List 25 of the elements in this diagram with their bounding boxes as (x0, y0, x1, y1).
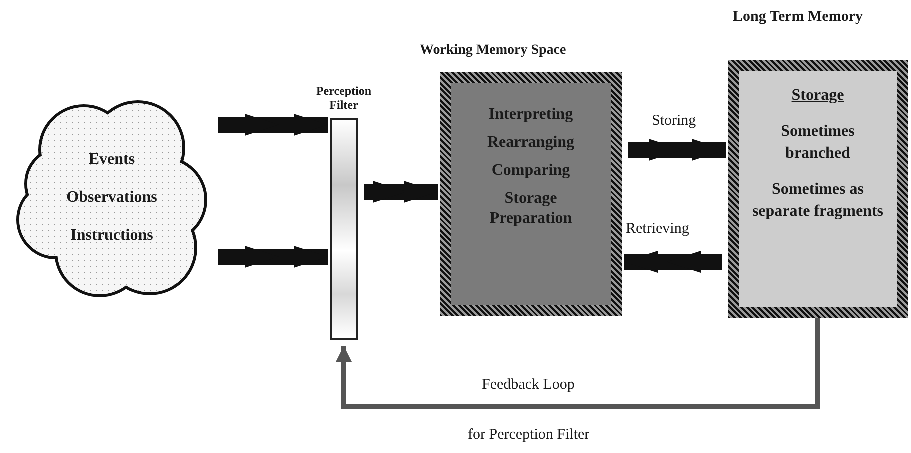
block-arrow (364, 181, 438, 203)
edge-label: Retrieving (626, 220, 690, 239)
box-heading: Long Term Memory (733, 8, 863, 27)
block-arrow (624, 251, 722, 273)
cloud-text: Instructions (70, 226, 154, 246)
box-heading: Perception Filter (315, 84, 373, 112)
edge-label: Feedback Loop (482, 376, 575, 395)
feedback-arrow (336, 318, 820, 410)
memory-box (728, 60, 908, 318)
box-subheading: Storage (790, 86, 846, 106)
note-text: for Perception Filter (468, 426, 590, 445)
block-arrow (218, 114, 328, 136)
edge-label: Storing (652, 112, 696, 131)
box-text: Sometimes branched (780, 122, 856, 164)
box-text: Rearranging (486, 133, 576, 153)
cloud-text: Events (88, 150, 136, 170)
box-heading: Working Memory Space (420, 42, 566, 60)
box-text: Storage Preparation (488, 189, 574, 229)
box-text: Sometimes as separate fragments (751, 180, 885, 222)
block-arrow (628, 139, 726, 161)
box-text: Interpreting (488, 105, 574, 125)
block-arrow (218, 246, 328, 268)
memory-box (440, 72, 622, 316)
cloud-text: Observations (66, 188, 158, 208)
box-text: Comparing (490, 161, 572, 181)
